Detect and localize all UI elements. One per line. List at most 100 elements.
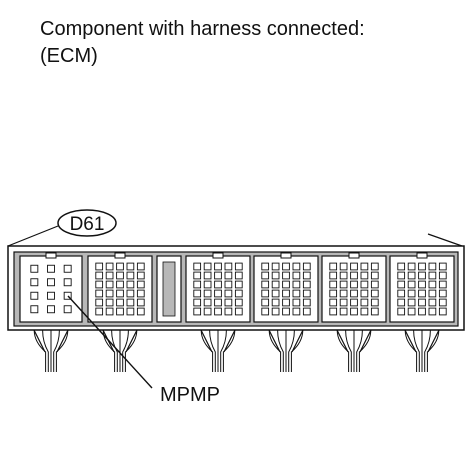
terminal-cavity — [418, 307, 426, 316]
terminal-cavity — [234, 298, 243, 307]
perspective-line-left — [7, 225, 59, 247]
terminal-cavity — [438, 307, 447, 316]
terminal-cavity — [261, 262, 270, 271]
terminal-cavity — [428, 280, 437, 289]
terminal-cavity — [339, 307, 348, 316]
terminal-cavity — [282, 289, 290, 298]
block-notch — [416, 252, 428, 259]
block-notch — [45, 252, 57, 259]
terminal-cavity — [136, 307, 145, 316]
terminal-cavity — [407, 262, 416, 271]
terminal-cavity — [261, 271, 270, 280]
terminal-cavity — [339, 289, 348, 298]
terminal-cavity — [302, 298, 311, 307]
terminal-cavity — [214, 280, 222, 289]
wire-bundle-outline — [268, 329, 304, 353]
terminal-cavity — [136, 289, 145, 298]
terminal-cavity — [397, 298, 406, 307]
terminal-cavity — [397, 280, 406, 289]
title-line-2: (ECM) — [40, 45, 98, 67]
terminal-cavity — [95, 280, 104, 289]
harness-wire — [404, 329, 418, 372]
terminal-cavity — [418, 298, 426, 307]
terminal-cavity — [438, 271, 447, 280]
terminal-cavity — [418, 271, 426, 280]
terminal-cavity — [95, 307, 104, 316]
terminal-cavity — [397, 271, 406, 280]
terminal-cavity — [214, 307, 222, 316]
terminal-cavity — [116, 271, 124, 280]
terminal-cavity — [271, 307, 280, 316]
terminal-cavity — [95, 271, 104, 280]
terminal-cavity — [438, 289, 447, 298]
terminal-cavity — [47, 278, 55, 287]
terminal-cavity — [271, 298, 280, 307]
terminal-cavity — [105, 289, 114, 298]
terminal-cavity — [271, 262, 280, 271]
harness-wire — [413, 329, 420, 372]
harness-wire — [122, 329, 129, 372]
terminal-label-mpmp: MPMP — [160, 384, 220, 406]
terminal-cavity — [282, 307, 290, 316]
terminal-cavity — [126, 271, 135, 280]
terminal-cavity — [214, 298, 222, 307]
terminal-cavity — [234, 271, 243, 280]
terminal-cavity — [339, 298, 348, 307]
terminal-cavity — [292, 298, 301, 307]
harness-wire — [356, 329, 363, 372]
terminal-cavity — [438, 280, 447, 289]
terminal-cavity — [282, 271, 290, 280]
terminal-cavity — [234, 307, 243, 316]
terminal-cavity — [350, 280, 358, 289]
terminal-cavity — [214, 271, 222, 280]
wire-bundle-outline — [404, 329, 440, 353]
terminal-cavity — [350, 307, 358, 316]
terminal-cavity — [30, 305, 39, 314]
terminal-cavity — [271, 280, 280, 289]
terminal-cavity — [95, 289, 104, 298]
terminal-cavity — [136, 262, 145, 271]
harness-wire — [426, 329, 440, 372]
terminal-cavity — [438, 262, 447, 271]
block-notch — [280, 252, 292, 259]
terminal-cavity — [370, 271, 379, 280]
terminal-cavity — [360, 262, 369, 271]
terminal-cavity — [30, 278, 39, 287]
terminal-cavity — [224, 289, 233, 298]
connector-id-label: D61 — [70, 214, 105, 235]
terminal-cavity — [329, 271, 338, 280]
terminal-cavity — [116, 289, 124, 298]
terminal-cavity — [234, 262, 243, 271]
wire-bundle-outline — [33, 329, 69, 353]
harness-wire — [55, 329, 69, 372]
terminal-cavity — [234, 289, 243, 298]
terminal-cavity — [397, 289, 406, 298]
terminal-cavity — [282, 262, 290, 271]
harness-wire — [124, 329, 138, 372]
terminal-cavity — [30, 291, 39, 300]
terminal-cavity — [136, 271, 145, 280]
terminal-cavity — [203, 271, 212, 280]
harness-wire — [277, 329, 284, 372]
harness-wire — [345, 329, 352, 372]
block-notch — [114, 252, 126, 259]
terminal-cavity — [407, 289, 416, 298]
terminal-cavity — [329, 280, 338, 289]
terminal-cavity — [350, 262, 358, 271]
terminal-cavity — [203, 307, 212, 316]
terminal-cavity — [95, 262, 104, 271]
harness-wire — [42, 329, 49, 372]
terminal-cavity — [126, 262, 135, 271]
terminal-cavity — [271, 289, 280, 298]
harness-wire — [33, 329, 47, 372]
harness-wire — [288, 329, 295, 372]
terminal-cavity — [302, 307, 311, 316]
terminal-blocks — [19, 252, 455, 323]
terminal-cavity — [224, 307, 233, 316]
terminal-cavity — [292, 289, 301, 298]
terminal-cavity — [214, 262, 222, 271]
terminal-cavity — [261, 280, 270, 289]
terminal-cavity — [360, 271, 369, 280]
terminal-cavity — [193, 280, 202, 289]
terminal-cavity — [428, 262, 437, 271]
